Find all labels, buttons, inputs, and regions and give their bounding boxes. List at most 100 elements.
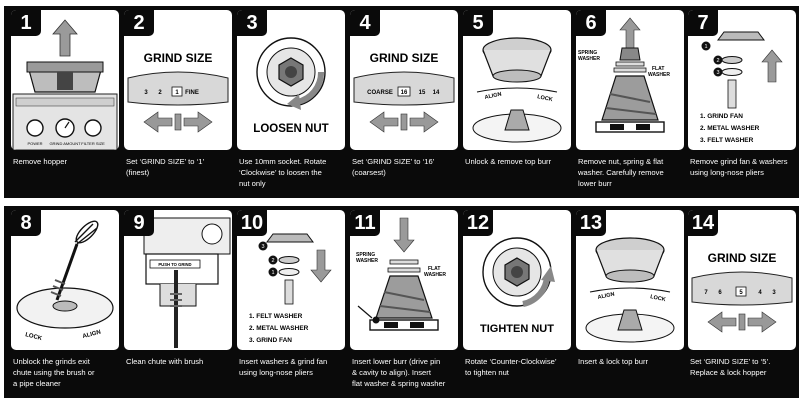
svg-text:WASHER: WASHER (578, 56, 600, 62)
svg-text:15: 15 (419, 90, 426, 96)
power-button (26, 119, 44, 137)
step-number: 13 (576, 210, 606, 236)
step-1-illustration: 1 POWER GRIND AMOUNT FILTER SIZE (11, 10, 119, 150)
svg-text:PUSH TO GRIND: PUSH TO GRIND (158, 262, 191, 267)
part-label-3: 3. FELT WASHER (700, 137, 754, 144)
dial-fine-label: FINE (185, 90, 199, 96)
step-number: 8 (11, 210, 41, 236)
nut-icon (619, 47, 641, 61)
arrow-left-icon (707, 311, 737, 333)
flat-washer-label: FLAT (428, 266, 440, 272)
step-3-caption: Use 10mm socket. Rotate‘Clockwise’ to lo… (239, 157, 327, 188)
step-number: 5 (463, 10, 493, 36)
step-6-illustration: 6 SPRING WASHER FLAT WASHER (576, 10, 684, 150)
step-number: 1 (11, 10, 41, 36)
svg-text:1: 1 (704, 44, 707, 50)
arrow-down-icon (310, 249, 332, 283)
svg-text:WASHER: WASHER (648, 72, 670, 78)
svg-text:3: 3 (772, 290, 776, 296)
chute-housing (145, 253, 219, 285)
step-number: 14 (688, 210, 718, 236)
step-11-illustration: 11 SPRING WASHER FLAT WASHER (350, 210, 458, 350)
flat-washer-label: FLAT (652, 66, 664, 72)
hopper-collar (57, 72, 73, 90)
step-number: 3 (237, 10, 267, 36)
svg-text:3: 3 (144, 90, 148, 96)
align-label: ALIGN (484, 92, 502, 101)
arrow-up-icon (619, 17, 641, 49)
part-label-2: 2. METAL WASHER (700, 125, 760, 132)
arrow-right-icon (747, 311, 777, 333)
dial-value: 16 (401, 90, 408, 96)
svg-text:14: 14 (433, 90, 440, 96)
grind-size-title: GRIND SIZE (144, 51, 213, 65)
step-12-illustration: 12 TIGHTEN NUT (463, 210, 571, 350)
part-label-3: 3. GRIND FAN (249, 337, 292, 344)
step-5-caption: Unlock & remove top burr (465, 157, 552, 166)
felt-washer (721, 68, 743, 76)
dial-value: 5 (739, 290, 743, 296)
svg-text:2: 2 (716, 58, 719, 64)
svg-text:WASHER: WASHER (424, 272, 446, 278)
svg-text:6: 6 (718, 290, 722, 296)
burr-base (369, 319, 439, 331)
arrow-up-icon (52, 19, 78, 57)
brush-handle (74, 223, 98, 245)
step-4-caption: Set ‘GRIND SIZE’ to ‘16’(coarsest) (352, 157, 435, 177)
arrow-down-icon (393, 217, 415, 253)
lock-label: LOCK (537, 94, 554, 103)
step-2-illustration: 2 GRIND SIZE 3 2 1 FINE (124, 10, 232, 150)
step-2-caption: Set ‘GRIND SIZE’ to ‘1’(finest) (126, 157, 205, 177)
step-number: 6 (576, 10, 606, 36)
brush-icon (174, 270, 178, 348)
svg-text:WASHER: WASHER (356, 258, 378, 264)
loosen-nut-title: LOOSEN NUT (253, 123, 328, 135)
step-4-illustration: 4 GRIND SIZE COARSE 16 15 14 (350, 10, 458, 150)
svg-text:3: 3 (716, 70, 719, 76)
part-label-2: 2. METAL WASHER (249, 325, 309, 332)
step-number: 10 (237, 210, 267, 236)
filter-size-button (84, 119, 102, 137)
grind-fan (717, 31, 765, 41)
step-1-caption: Remove hopper (13, 157, 68, 166)
part-label-1: 1. FELT WASHER (249, 313, 303, 320)
tighten-nut-title: TIGHTEN NUT (480, 323, 554, 335)
step-13-illustration: 13 ALIGN LOCK (576, 210, 684, 350)
arrow-left-icon (369, 111, 399, 133)
dial-coarse-label: COARSE (367, 90, 393, 96)
spring-washer-label: SPRING (356, 252, 375, 258)
align-label: ALIGN (597, 292, 615, 301)
step-7-illustration: 7 1 2 3 1. GRIND FAN 2. METAL WASHER 3. … (688, 10, 796, 150)
arrow-right-icon (183, 111, 213, 133)
step-10-illustration: 10 3 2 1 1. FELT WASHER 2. METAL WASHER … (237, 210, 345, 350)
drive-pin-pointer (357, 305, 373, 319)
felt-washer (278, 268, 300, 276)
step-5-illustration: 5 ALIGN LOCK (463, 10, 571, 150)
step-14-illustration: 14 GRIND SIZE 7 6 5 4 3 (688, 210, 796, 350)
step-number: 4 (350, 10, 380, 36)
step-12-caption: Rotate ‘Counter-Clockwise’to tighten nut (465, 357, 557, 377)
metal-washer (721, 56, 743, 64)
spring-washer-label: SPRING (578, 50, 597, 56)
step-9-illustration: 9 PUSH TO GRIND (124, 210, 232, 350)
step-13-caption: Insert & lock top burr (578, 357, 649, 366)
arrow-up-icon (761, 49, 783, 83)
lock-label: LOCK (650, 294, 667, 303)
step-number: 7 (688, 10, 718, 36)
step-9-caption: Clean chute with brush (126, 357, 204, 366)
grinder-top-rim (15, 97, 115, 107)
svg-text:1: 1 (271, 270, 274, 276)
burr-base (595, 121, 665, 133)
arrow-left-icon (143, 111, 173, 133)
svg-text:2: 2 (158, 90, 162, 96)
step-14-caption: Set ‘GRIND SIZE’ to ‘5’.Replace & lock h… (690, 357, 771, 377)
lower-burr (617, 309, 643, 331)
grind-size-title: GRIND SIZE (708, 251, 777, 265)
svg-text:2: 2 (271, 258, 274, 264)
grind-amount-label: GRIND AMOUNT (49, 141, 81, 146)
clockwise-arrow-icon (296, 71, 325, 105)
